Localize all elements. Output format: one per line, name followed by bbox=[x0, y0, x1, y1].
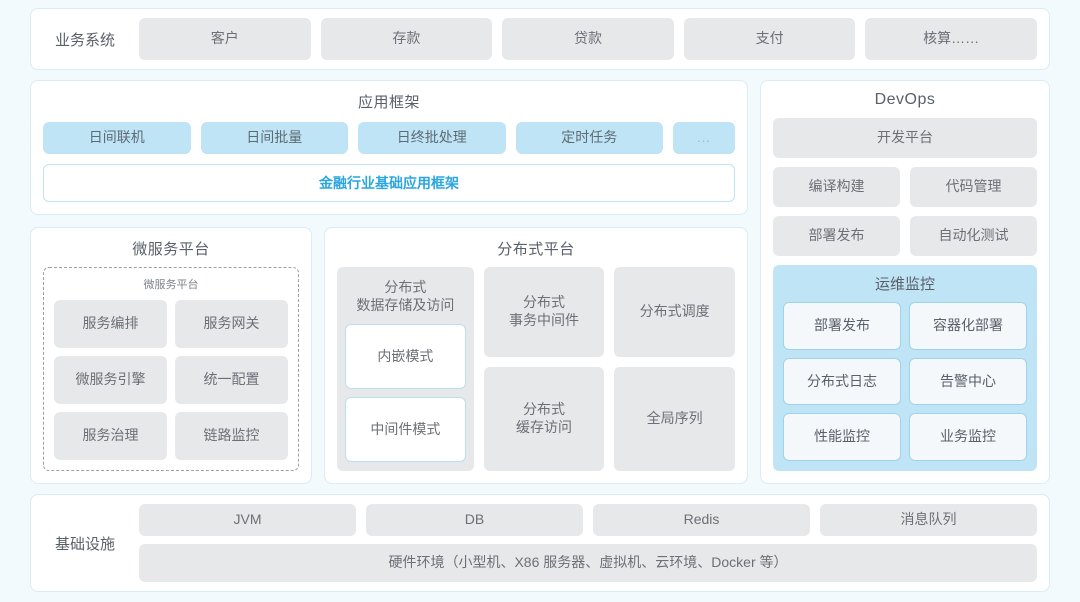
dist-tx-line1: 分布式 bbox=[523, 294, 565, 311]
devops-item-code-management[interactable]: 代码管理 bbox=[910, 167, 1037, 207]
distributed-column-2: 分布式 事务中间件 分布式 缓存访问 bbox=[483, 267, 605, 471]
ops-item-alert-center[interactable]: 告警中心 bbox=[909, 357, 1027, 406]
distributed-cache-access[interactable]: 分布式 缓存访问 bbox=[483, 366, 605, 471]
business-systems-label: 业务系统 bbox=[54, 31, 115, 49]
microservice-inner-box: 微服务平台 服务编排 服务网关 微服务引擎 统一配置 服务治理 链路监控 bbox=[43, 267, 299, 471]
business-systems-list: 客户 存款 贷款 支付 核算…… bbox=[139, 18, 1037, 60]
business-item-payment[interactable]: 支付 bbox=[683, 18, 856, 60]
microservice-item-governance[interactable]: 服务治理 bbox=[54, 412, 167, 460]
distributed-column-3: 分布式调度 全局序列 bbox=[614, 267, 736, 471]
infrastructure-item-row: JVM DB Redis 消息队列 bbox=[139, 504, 1037, 536]
distributed-transaction-middleware[interactable]: 分布式 事务中间件 bbox=[483, 267, 605, 357]
devops-column: DevOps 开发平台 编译构建 代码管理 部署发布 自动化测试 运维监控 部署… bbox=[760, 80, 1050, 484]
ops-item-business-monitoring[interactable]: 业务监控 bbox=[909, 413, 1027, 461]
dist-tx-line2: 事务中间件 bbox=[509, 311, 579, 328]
devops-pair-2: 部署发布 自动化测试 bbox=[773, 216, 1037, 256]
ops-item-deploy-release[interactable]: 部署发布 bbox=[783, 302, 901, 350]
devops-item-dev-platform[interactable]: 开发平台 bbox=[773, 118, 1037, 158]
devops-panel: DevOps 开发平台 编译构建 代码管理 部署发布 自动化测试 运维监控 部署… bbox=[760, 80, 1050, 484]
microservice-platform-title: 微服务平台 bbox=[132, 241, 210, 258]
devops-title: DevOps bbox=[874, 91, 936, 108]
microservice-item-grid: 服务编排 服务网关 微服务引擎 统一配置 服务治理 链路监控 bbox=[54, 300, 288, 460]
microservice-item-unified-config[interactable]: 统一配置 bbox=[175, 356, 288, 404]
ops-monitoring-title: 运维监控 bbox=[874, 276, 935, 293]
infrastructure-item-db[interactable]: DB bbox=[366, 504, 583, 536]
financial-foundation-framework-bar[interactable]: 金融行业基础应用框架 bbox=[43, 164, 735, 202]
infrastructure-item-redis[interactable]: Redis bbox=[593, 504, 810, 536]
distributed-data-storage-title-line2: 数据存储及访问 bbox=[356, 296, 455, 313]
distributed-mode-middleware[interactable]: 中间件模式 bbox=[345, 397, 466, 462]
appfw-item-scheduled-task[interactable]: 定时任务 bbox=[515, 122, 663, 154]
microservice-platform-panel: 微服务平台 微服务平台 服务编排 服务网关 微服务引擎 统一配置 服务治理 链路… bbox=[30, 227, 312, 484]
middle-left-column: 应用框架 日间联机 日间批量 日终批处理 定时任务 ... 金融行业基础应用框架… bbox=[30, 80, 748, 484]
ops-item-performance-monitoring[interactable]: 性能监控 bbox=[783, 413, 901, 461]
distributed-platform-body: 分布式 数据存储及访问 内嵌模式 中间件模式 分布式 事务中间件 bbox=[337, 267, 736, 471]
infrastructure-hardware-environment[interactable]: 硬件环境（小型机、X86 服务器、虚拟机、云环境、Docker 等） bbox=[139, 544, 1037, 582]
distributed-data-storage-title-line1: 分布式 bbox=[384, 279, 427, 295]
infrastructure-body: JVM DB Redis 消息队列 硬件环境（小型机、X86 服务器、虚拟机、云… bbox=[139, 504, 1037, 582]
business-systems-panel: 业务系统 客户 存款 贷款 支付 核算…… bbox=[30, 8, 1050, 70]
distributed-data-storage-title: 分布式 数据存储及访问 bbox=[345, 275, 466, 316]
ops-item-containerized-deploy[interactable]: 容器化部署 bbox=[909, 302, 1027, 350]
devops-item-deploy-release[interactable]: 部署发布 bbox=[773, 216, 900, 256]
appfw-item-daytime-online[interactable]: 日间联机 bbox=[43, 122, 191, 154]
distributed-global-sequence[interactable]: 全局序列 bbox=[614, 366, 736, 471]
microservice-item-orchestration[interactable]: 服务编排 bbox=[54, 300, 167, 348]
application-framework-title: 应用框架 bbox=[357, 94, 420, 111]
distributed-platform-title: 分布式平台 bbox=[497, 241, 575, 258]
lower-middle-row: 微服务平台 微服务平台 服务编排 服务网关 微服务引擎 统一配置 服务治理 链路… bbox=[30, 227, 748, 484]
distributed-cache-access-text: 分布式 缓存访问 bbox=[516, 401, 572, 436]
infrastructure-label: 基础设施 bbox=[54, 535, 115, 553]
microservice-item-engine[interactable]: 微服务引擎 bbox=[54, 356, 167, 404]
distributed-mode-embedded[interactable]: 内嵌模式 bbox=[345, 324, 466, 389]
ops-monitoring-panel: 运维监控 部署发布 容器化部署 分布式日志 告警中心 性能监控 业务监控 bbox=[773, 265, 1037, 471]
infrastructure-panel: 基础设施 JVM DB Redis 消息队列 硬件环境（小型机、X86 服务器、… bbox=[30, 494, 1050, 592]
appfw-item-eod-batch[interactable]: 日终批处理 bbox=[358, 122, 506, 154]
dist-cache-line2: 缓存访问 bbox=[516, 418, 572, 435]
application-framework-panel: 应用框架 日间联机 日间批量 日终批处理 定时任务 ... 金融行业基础应用框架 bbox=[30, 80, 748, 215]
business-item-accounting[interactable]: 核算…… bbox=[865, 18, 1037, 60]
distributed-platform-panel: 分布式平台 分布式 数据存储及访问 内嵌模式 中间件模式 bbox=[324, 227, 748, 484]
distributed-scheduling[interactable]: 分布式调度 bbox=[614, 267, 736, 357]
microservice-item-trace-monitoring[interactable]: 链路监控 bbox=[175, 412, 288, 460]
middle-region: 应用框架 日间联机 日间批量 日终批处理 定时任务 ... 金融行业基础应用框架… bbox=[30, 80, 1050, 484]
infrastructure-hardware-row: 硬件环境（小型机、X86 服务器、虚拟机、云环境、Docker 等） bbox=[139, 544, 1037, 582]
devops-item-automated-testing[interactable]: 自动化测试 bbox=[910, 216, 1037, 256]
dist-cache-line1: 分布式 bbox=[523, 401, 565, 418]
infrastructure-item-jvm[interactable]: JVM bbox=[139, 504, 356, 536]
ops-monitoring-grid: 部署发布 容器化部署 分布式日志 告警中心 性能监控 业务监控 bbox=[783, 302, 1027, 461]
business-item-customer[interactable]: 客户 bbox=[139, 18, 311, 60]
infrastructure-item-message-queue[interactable]: 消息队列 bbox=[820, 504, 1037, 536]
appfw-item-more[interactable]: ... bbox=[673, 122, 735, 154]
devops-pair-1: 编译构建 代码管理 bbox=[773, 167, 1037, 207]
business-item-loan[interactable]: 贷款 bbox=[502, 18, 674, 60]
appfw-item-daytime-batch[interactable]: 日间批量 bbox=[200, 122, 348, 154]
microservice-inner-title: 微服务平台 bbox=[143, 279, 199, 291]
microservice-item-gateway[interactable]: 服务网关 bbox=[175, 300, 288, 348]
distributed-transaction-middleware-text: 分布式 事务中间件 bbox=[509, 294, 579, 329]
distributed-data-storage-card[interactable]: 分布式 数据存储及访问 内嵌模式 中间件模式 bbox=[337, 267, 474, 471]
devops-item-compile-build[interactable]: 编译构建 bbox=[773, 167, 900, 207]
business-item-deposit[interactable]: 存款 bbox=[320, 18, 493, 60]
ops-item-distributed-log[interactable]: 分布式日志 bbox=[783, 357, 901, 406]
application-framework-chip-row: 日间联机 日间批量 日终批处理 定时任务 ... bbox=[43, 122, 735, 154]
